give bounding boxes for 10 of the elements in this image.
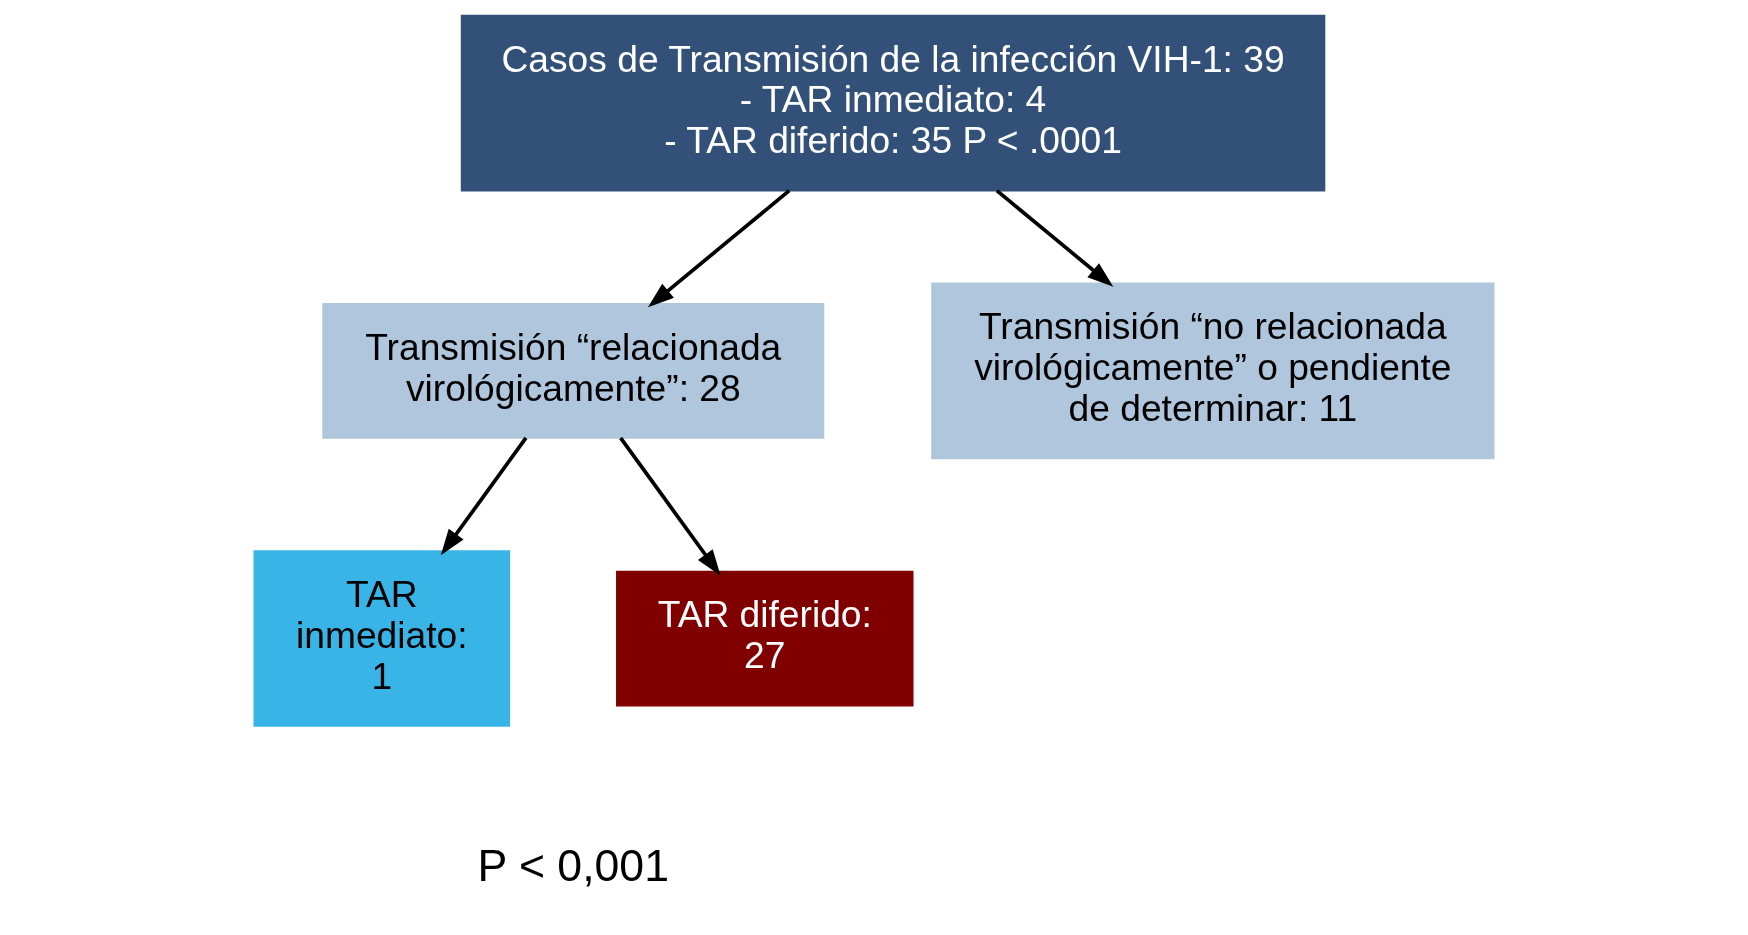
arrow [647,189,791,308]
arrow [619,436,721,576]
label: P < 0,001 [477,840,669,890]
node-box: TAR diferido: 27 [616,570,914,707]
arrow [995,189,1114,287]
node-box: Casos de Transmisión de la infección VIH-1: 39 - TAR inmediato: 4 - TAR diferido: 35 P < .0001 [460,14,1326,192]
node-box: Transmisión “relacionada virológicamente”: 28 [322,302,825,439]
node-box: Transmisión “no relacionada virológicamente” o pendiente de determinar: 11 [931,282,1495,460]
node-box: TAR inmediato: 1 [253,550,511,727]
arrow [440,436,528,556]
